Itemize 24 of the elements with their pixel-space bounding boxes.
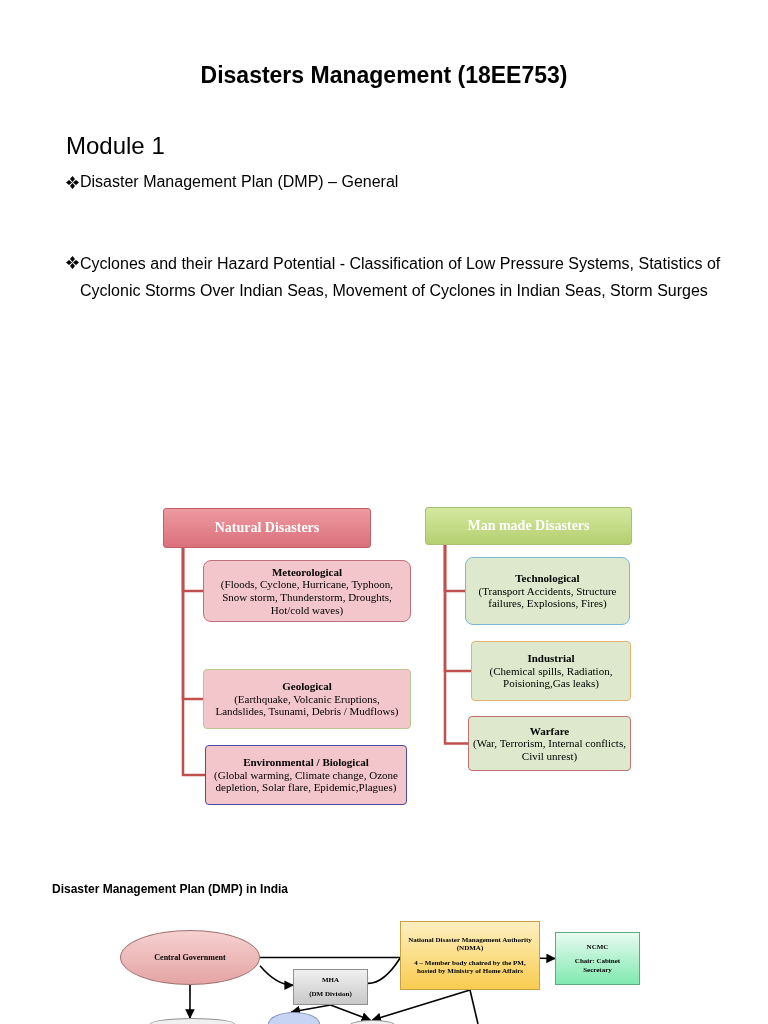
arrow <box>259 964 294 990</box>
category-box: Warfare (War, Terrorism, Internal conflicts, Civil unrest) <box>468 716 631 771</box>
category-header: Natural Disasters <box>163 508 371 548</box>
section-heading: Disaster Management Plan (DMP) in India <box>52 882 289 896</box>
connector-line <box>259 956 401 959</box>
connector-line <box>469 989 479 1024</box>
entity-ellipse: Central Government <box>120 930 260 985</box>
arrow <box>371 989 471 1023</box>
category-box: Geological (Earthquake, Volcanic Eruptions, Landslides, Tsunami, Debris / Mudflows) <box>203 669 411 729</box>
category-box: Environmental / Biological (Global warming, Climate change, Ozone depletion, Solar flare, Epidemic,Plagues) <box>205 745 407 805</box>
connector-line <box>443 545 468 745</box>
page-title: Disasters Management (18EE753) <box>199 62 569 89</box>
arrow <box>329 1004 372 1022</box>
category-box: Meteorological (Floods, Cyclone, Hurricane, Typhoon, Snow storm, Thunderstorm, Droughts, Hot/cold waves) <box>203 560 411 622</box>
category-header: Man made Disasters <box>425 507 632 545</box>
category-box: Industrial (Chemical spills, Radiation, Poisioning,Gas leaks) <box>471 641 631 701</box>
arrow <box>185 984 195 1019</box>
connector-line <box>181 548 205 777</box>
category-box: Technological (Transport Accidents, Structure failures, Explosions, Fires) <box>465 557 630 625</box>
arrow <box>539 953 556 964</box>
bullet-text: Disaster Management Plan (DMP) – General <box>80 173 400 191</box>
module-heading: Module 1 <box>66 132 165 160</box>
bullet-text: Cyclones and their Hazard Potential - Classification of Low Pressure Systems, Statistics of Cyclonic Storms Over Indian Seas, Movement of Cyclones in Indian Seas, Storm Surges <box>80 254 722 301</box>
connector-line <box>367 957 401 985</box>
